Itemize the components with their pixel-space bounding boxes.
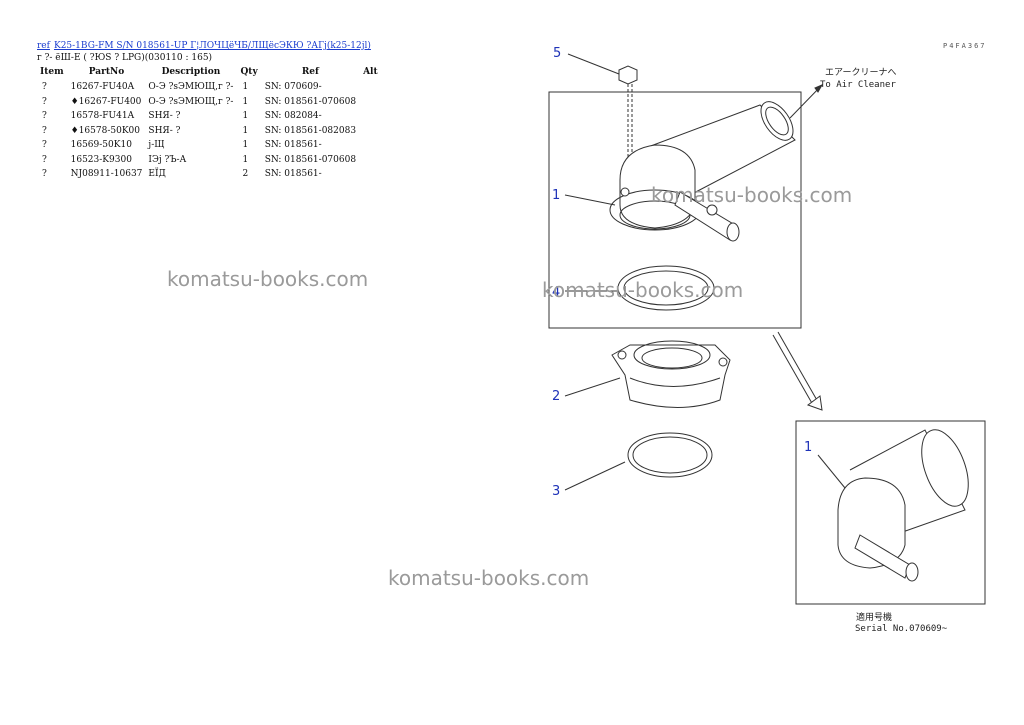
- cell-alt: [359, 80, 382, 95]
- serial-label-en: Serial No.070609~: [855, 624, 948, 634]
- cell-ref: SN: 018561-082083: [264, 125, 357, 136]
- cell-alt: [359, 109, 382, 124]
- table-row: ? ♦16578-50K00 SНЯ- ? 1 SN: 018561-08208…: [36, 124, 382, 139]
- cell-description: О-Э ?sЭМЮЩ,г ?-: [148, 96, 234, 107]
- cell-item: ?: [42, 169, 47, 180]
- callout-1: 1: [552, 188, 560, 203]
- cell-item: ?: [42, 96, 47, 107]
- parts-table-header: Item PartNo Description Qty Ref Alt: [36, 66, 382, 80]
- gasket-part: [627, 432, 713, 478]
- detail-arrow-icon: [772, 331, 823, 411]
- diagram-page-code: P4FA367: [943, 42, 987, 50]
- leader-1: [564, 194, 616, 206]
- col-qty-header: Qty: [240, 67, 258, 77]
- watermark: komatsu-books.com: [651, 183, 853, 207]
- callout-5: 5: [553, 46, 561, 61]
- cell-qty: 1: [242, 96, 249, 107]
- leader-3: [564, 461, 626, 491]
- cell-qty: 1: [242, 125, 249, 136]
- cell-part-no: NJ08911-10637: [70, 169, 143, 180]
- serial-label-jp: 適用号機: [856, 611, 892, 623]
- cell-description: ІЭj ?Ъ-А: [148, 154, 187, 165]
- table-row: ? 16267-FU40A О-Э ?sЭМЮЩ,г ?- 1 SN: 0706…: [36, 80, 382, 95]
- col-partno-header: PartNo: [88, 67, 125, 77]
- cell-part-no: 16569-50K10: [70, 140, 132, 151]
- cell-item: ?: [42, 111, 47, 122]
- callout-1-detail: 1: [804, 440, 812, 455]
- outlet-elbow-part: [609, 101, 796, 242]
- table-row: ? NJ08911-10637 ЕЇД 2 SN: 018561-: [36, 167, 382, 182]
- assembly-box: [548, 91, 802, 329]
- cell-ref: SN: 082084-: [264, 111, 322, 122]
- cell-ref: SN: 070609-: [264, 82, 322, 93]
- air-cleaner-label-en: To Air Cleaner: [820, 80, 896, 90]
- watermark: komatsu-books.com: [542, 278, 744, 302]
- callout-3: 3: [552, 484, 560, 499]
- cell-alt: [359, 167, 382, 182]
- cell-item: ?: [42, 82, 47, 93]
- cell-alt: [359, 124, 382, 139]
- o-ring-part: [617, 265, 715, 311]
- cell-description: SНЯ- ?: [148, 111, 181, 122]
- col-ref-header: Ref: [301, 67, 319, 77]
- leader-2: [564, 377, 621, 397]
- col-item-header: Item: [40, 67, 64, 77]
- ref-link[interactable]: ref: [37, 41, 50, 51]
- cell-qty: 1: [242, 82, 249, 93]
- housing-part: [611, 340, 731, 408]
- table-row: ? 16523-K9300 ІЭj ?Ъ-А 1 SN: 018561-0706…: [36, 153, 382, 168]
- cell-ref: SN: 018561-: [264, 140, 322, 151]
- cell-description: j-Щ: [148, 140, 165, 151]
- model-title-link[interactable]: K25-1BG-FM S/N 018561-UP Г¦ЛОЧЦёЧБ/ЛЩёсЭ…: [53, 41, 371, 51]
- cell-ref: SN: 018561-070608: [264, 154, 357, 165]
- cell-part-no: 16578-FU41A: [70, 111, 135, 122]
- cell-part-no: ♦16578-50K00: [70, 125, 140, 136]
- watermark: komatsu-books.com: [167, 267, 369, 291]
- callout-2: 2: [552, 389, 560, 404]
- cell-description: О-Э ?sЭМЮЩ,г ?-: [148, 82, 234, 93]
- parts-exploded-diagram: 5 1 4 2 3 1 エアークリーナへ To Air Cleaner 適用号機…: [548, 46, 986, 634]
- col-alt-header: Alt: [363, 67, 378, 77]
- cell-ref: SN: 018561-070608: [264, 96, 357, 107]
- watermark: komatsu-books.com: [388, 566, 590, 590]
- cell-alt: [359, 153, 382, 168]
- cell-part-no: ♦16267-FU400: [70, 96, 142, 107]
- table-row: ? ♦16267-FU400 О-Э ?sЭМЮЩ,г ?- 1 SN: 018…: [36, 95, 382, 110]
- col-description-header: Description: [161, 67, 221, 77]
- cell-alt: [359, 95, 382, 110]
- table-row: ? 16569-50K10 j-Щ 1 SN: 018561-: [36, 138, 382, 153]
- cell-alt: [359, 138, 382, 153]
- cell-qty: 1: [242, 154, 249, 165]
- cell-part-no: 16523-K9300: [70, 154, 132, 165]
- section-subtitle: г ?- ёШ-Е ( ?ЮS ? LPG)(030110 : 165): [37, 53, 213, 63]
- cell-part-no: 16267-FU40A: [70, 82, 135, 93]
- cell-item: ?: [42, 140, 47, 151]
- leader-1b: [817, 454, 846, 489]
- leader-5: [567, 53, 620, 75]
- air-cleaner-label-jp: エアークリーナへ: [825, 67, 896, 78]
- cell-qty: 2: [242, 169, 249, 180]
- detail-outlet-part: [837, 429, 969, 582]
- detail-box: [795, 420, 986, 605]
- callout-4: 4: [552, 285, 560, 300]
- parts-table: Item PartNo Description Qty Ref Alt ? 16…: [36, 66, 382, 182]
- cell-ref: SN: 018561-: [264, 169, 322, 180]
- cell-description: SНЯ- ?: [148, 125, 181, 136]
- cell-item: ?: [42, 125, 47, 136]
- cell-item: ?: [42, 154, 47, 165]
- cell-qty: 1: [242, 111, 249, 122]
- cell-description: ЕЇД: [148, 169, 166, 180]
- cell-qty: 1: [242, 140, 249, 151]
- table-row: ? 16578-FU41A SНЯ- ? 1 SN: 082084-: [36, 109, 382, 124]
